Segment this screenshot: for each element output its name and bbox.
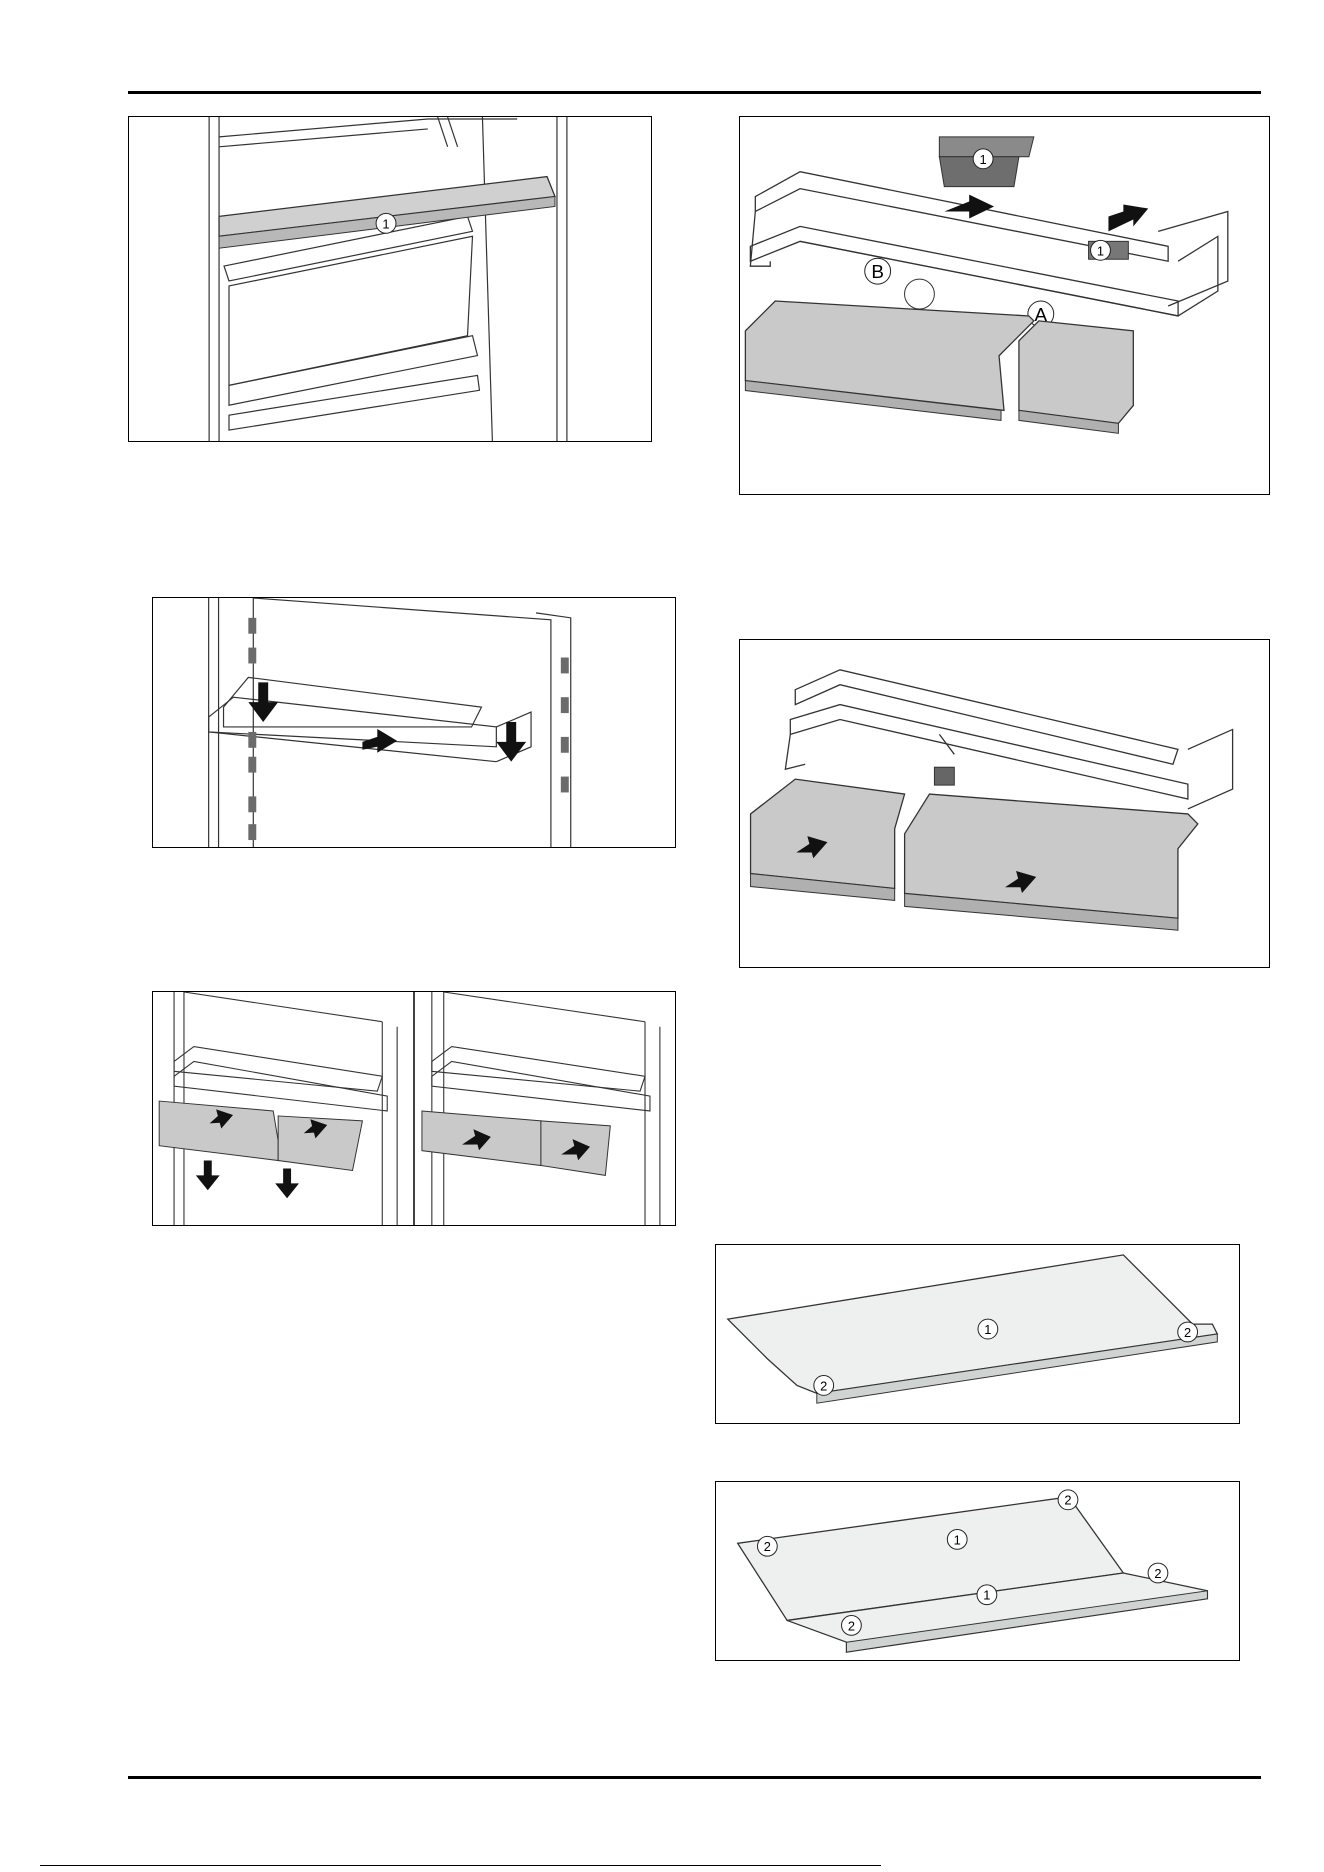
figure-glass-shelf-single: 1 2 2 <box>715 1244 1240 1424</box>
figure-drawer-bracket-clips: 1 1 B A <box>739 116 1270 495</box>
callout-1: 1 <box>382 216 389 231</box>
callout-2-right: 2 <box>1154 1566 1161 1581</box>
callout-1: 1 <box>984 1322 991 1337</box>
callout-1-clip: 1 <box>980 152 987 167</box>
install-bracket-illustration <box>153 598 675 847</box>
callout-2-top: 2 <box>1064 1493 1071 1508</box>
callout-2-left: 2 <box>820 1378 827 1393</box>
figure-drawers-insert <box>739 639 1270 968</box>
bracket-illustration: 1 1 B A <box>740 117 1269 494</box>
glass-shelf-split-illustration: 2 2 1 2 1 2 <box>716 1482 1239 1660</box>
shelf-illustration: 1 <box>129 117 651 441</box>
glass-shelf-single-illustration: 1 2 2 <box>716 1245 1239 1423</box>
callout-2-bottom: 2 <box>848 1618 855 1633</box>
figure-glass-shelf-split: 2 2 1 2 1 2 <box>715 1481 1240 1661</box>
callout-B: B <box>871 262 884 283</box>
callout-1-front: 1 <box>983 1588 990 1603</box>
footnote-rule <box>40 1865 881 1866</box>
drawers-insert-illustration <box>740 640 1269 967</box>
top-rule <box>128 91 1261 94</box>
drawers-illustration <box>153 992 675 1225</box>
callout-2-right: 2 <box>1184 1325 1191 1340</box>
bottom-rule <box>128 1776 1261 1779</box>
figure-insert-bracket <box>152 597 676 848</box>
callout-1-clip-right: 1 <box>1097 243 1104 258</box>
callout-2-left: 2 <box>764 1539 771 1554</box>
callout-1-rear: 1 <box>954 1532 961 1547</box>
figure-drawers-pull-insert <box>152 991 676 1226</box>
figure-shelf-in-compartment: 1 <box>128 116 652 442</box>
